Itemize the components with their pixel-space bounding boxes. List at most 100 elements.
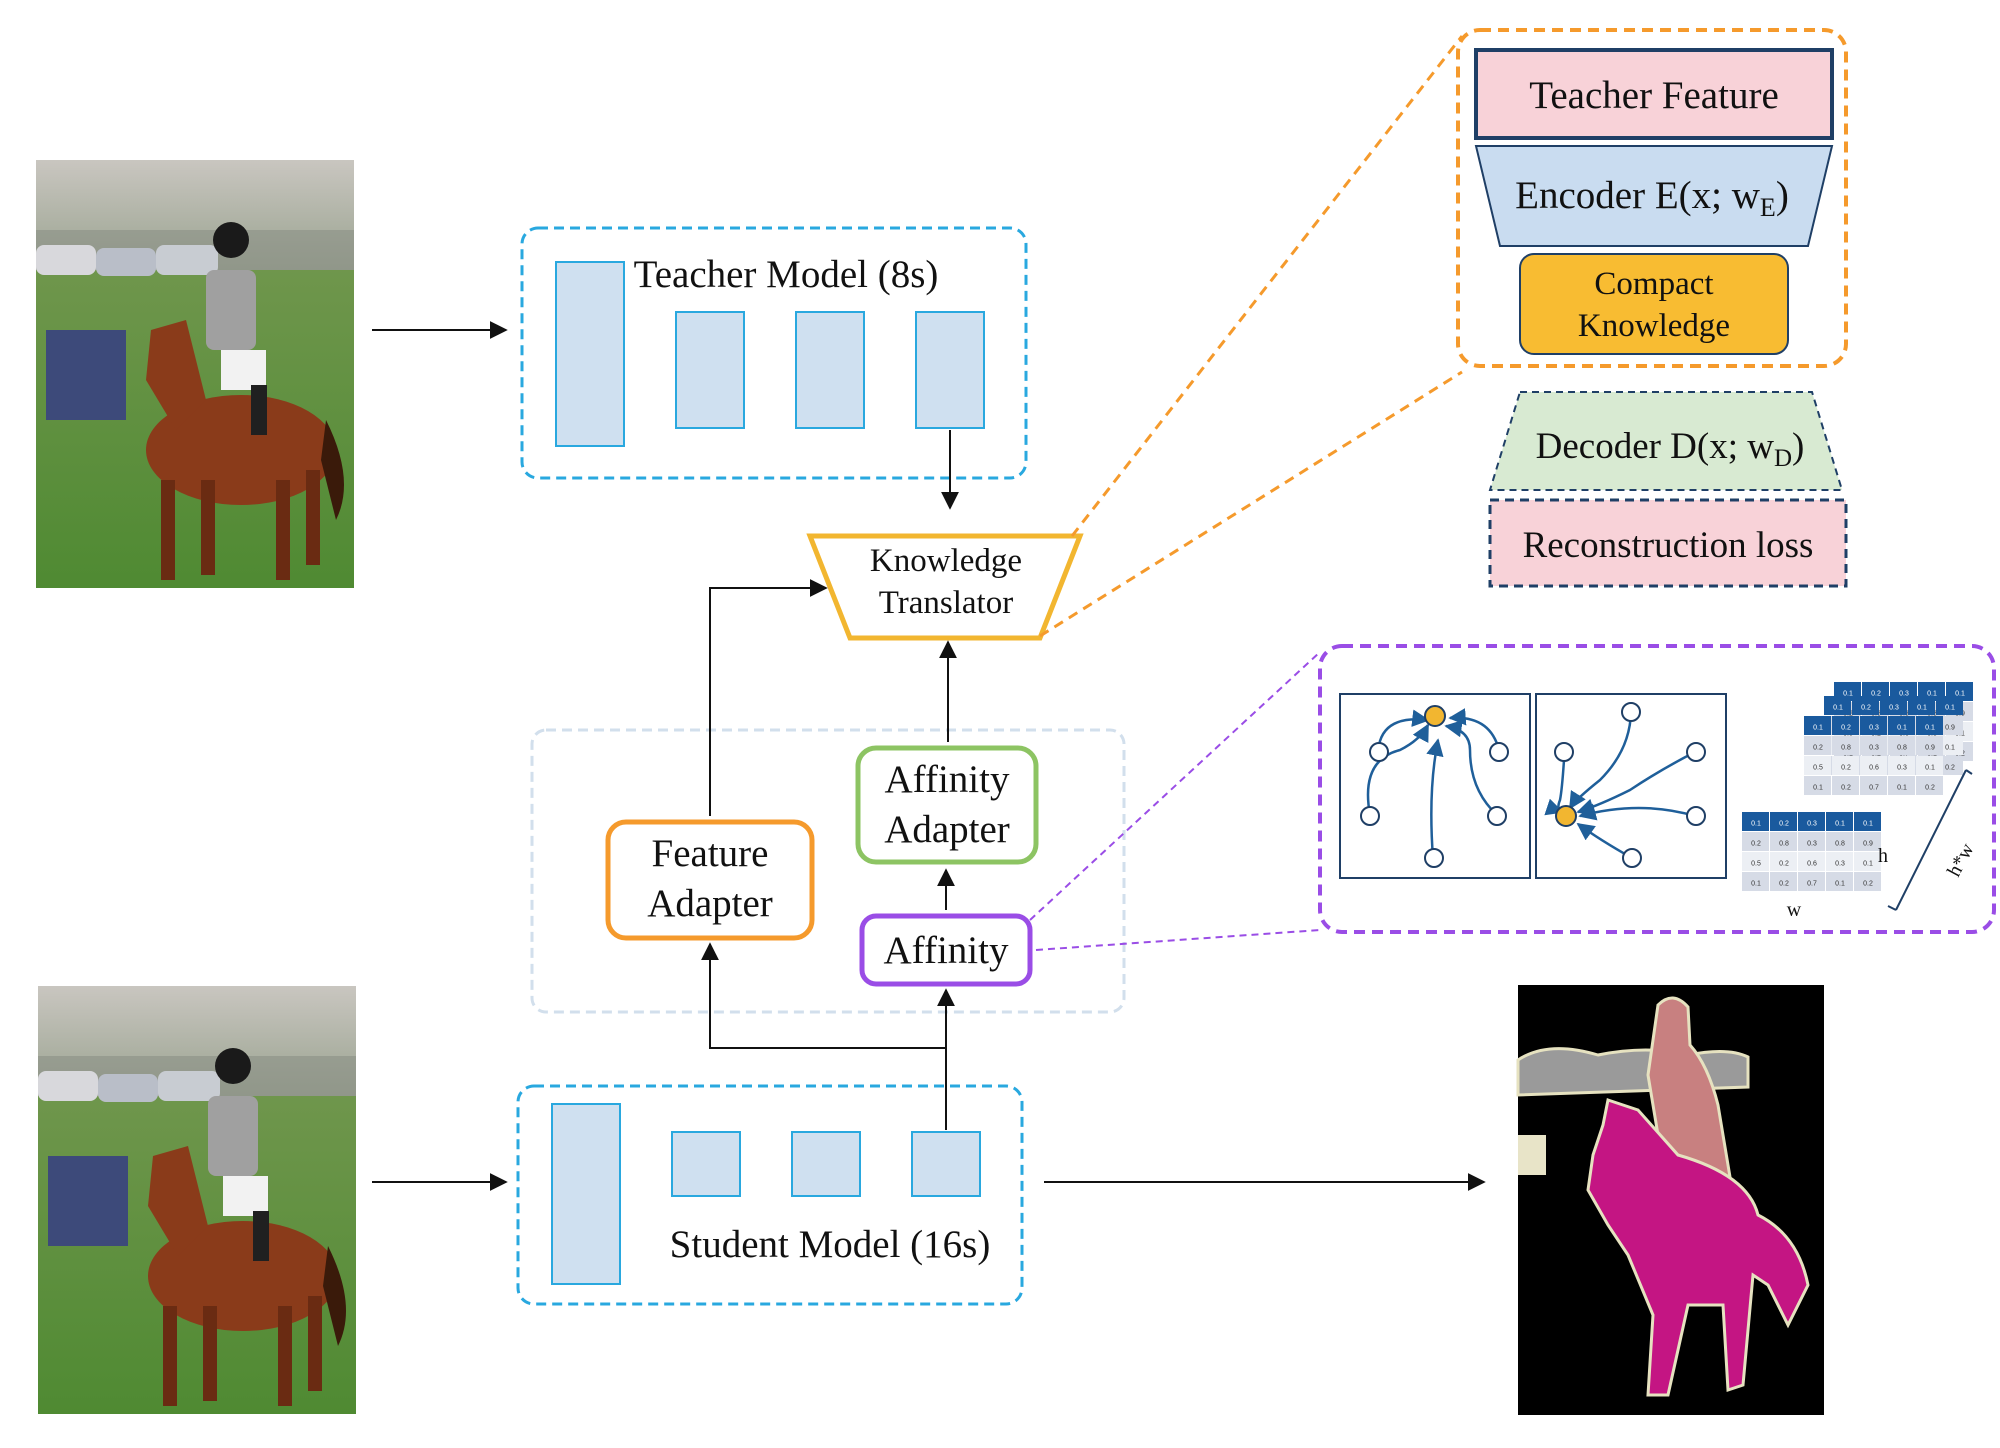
matrix-front-header-text: 0.3 [1807,821,1817,828]
matrix-back-1-header-text: 0.1 [1897,725,1907,732]
teacher-model: Teacher Model (8s) [520,226,1028,480]
matrix-back-1-cell-text: 0.2 [1841,785,1851,792]
matrix-back-1-cell-text: 0.3 [1897,765,1907,772]
reconstruction-loss-label: Reconstruction loss [1523,525,1814,566]
segmentation-output [1516,985,1824,1415]
matrix-back-1-header-cell [1916,716,1943,735]
matrix-front-cell [1798,852,1825,871]
matrix-back-1-header-text: 0.3 [1869,725,1879,732]
teacher-feature-box [1474,48,1834,140]
matrix-front-header-text: 0.2 [1779,821,1789,828]
matrix-back-1-cell [1860,756,1887,775]
student-layer-4 [911,1131,981,1197]
matrix-back-1-header-cell [1888,716,1915,735]
matrix-h-label: h [1878,845,1888,867]
matrix-back-1-header-cell [1860,716,1887,735]
connections [372,321,1486,1191]
matrix-back-1-cell-text: 0.2 [1925,785,1935,792]
matrix-back-1-cell-text: 0.8 [1841,745,1851,752]
matrix-front-header-cell [1854,812,1881,831]
matrix-front-cell-text: 0.8 [1779,841,1789,848]
student-layer-1 [551,1103,621,1285]
teacher-layer-4 [915,311,985,429]
matrix-front-cell [1742,872,1769,891]
matrix-front-cell-text: 0.5 [1751,861,1761,868]
matrix-front-cell-text: 0.1 [1835,881,1845,888]
input-photo-top [36,160,354,588]
svg-text:Compact: Compact [1594,266,1713,302]
feature-adapter: Feature Adapter [605,819,815,941]
matrix-front-cell [1826,872,1853,891]
teacher-layer-2 [675,311,745,429]
matrix-front-header-text: 0.1 [1835,821,1845,828]
matrix-back-2-header-text: 0.1 [1917,705,1927,712]
svg-text:Affinity: Affinity [884,929,1009,972]
svg-text:Translator: Translator [879,585,1013,621]
teacher-layer-3 [795,311,865,429]
affinity-graph-2 [1535,693,1727,879]
teacher-model-label: Teacher Model (8s) [634,253,939,296]
matrix-back-1-cell-text: 0.1 [1925,765,1935,772]
affinity-matrix-stack: 0.10.20.30.10.10.20.80.30.80.90.50.20.60… [1804,682,1973,795]
arrow-student-to-feature-adapter [701,942,947,1130]
reconstruction-loss-box [1488,498,1848,588]
adapter-region [530,728,1126,1014]
matrix-back-3-header-text: 0.1 [1843,691,1853,698]
matrix-front-cell [1742,832,1769,851]
input-photo-bottom [38,986,356,1414]
arrow-feature-adapter-to-translator [709,579,828,816]
matrix-back-2-header-text: 0.3 [1889,705,1899,712]
matrix-back-1-cell-text: 0.7 [1869,785,1879,792]
matrix-back-1-cell-text: 0.3 [1869,745,1879,752]
matrix-back-1-cell [1916,736,1943,755]
decoder-label: Decoder D(x; wD) [1536,426,1805,472]
matrix-back-1-header-text: 0.2 [1841,725,1851,732]
encoder-shape [1474,145,1834,247]
connector-translator-detail-top [1070,35,1464,537]
matrix-front-cell [1798,872,1825,891]
matrix-back-1-cell [1860,736,1887,755]
connector-affinity-detail-bottom [1035,929,1321,951]
connector-affinity-detail-top [1029,651,1321,921]
matrix-back-2-header-cell [1824,696,1851,715]
matrix-back-3-header-text: 0.2 [1871,691,1881,698]
matrix-back-1-cell [1888,776,1915,795]
matrix-back-1-cell [1832,756,1859,775]
matrix-back-1-cell [1916,756,1943,775]
matrix-front-cell-text: 0.2 [1779,861,1789,868]
matrix-back-2-header-cell [1852,696,1879,715]
matrix-front-cell-text: 0.9 [1863,841,1873,848]
matrix-back-2-cell-text: 0.2 [1945,765,1955,772]
matrix-front-header-cell [1826,812,1853,831]
matrix-front-cell [1854,852,1881,871]
matrix-front-cell-text: 0.3 [1835,861,1845,868]
matrix-back-3-header-text: 0.1 [1927,691,1937,698]
matrix-back-1-header-text: 0.1 [1813,725,1823,732]
matrix-back-1-cell-text: 0.2 [1813,745,1823,752]
student-model: Student Model (16s) [516,1084,1024,1306]
matrix-back-3-header-text: 0.3 [1899,691,1909,698]
matrix-back-1-cell-text: 0.1 [1813,785,1823,792]
matrix-back-2-header-cell [1880,696,1907,715]
matrix-back-2-cell-text: 0.9 [1945,725,1955,732]
matrix-w-label: w [1787,899,1802,921]
matrix-front-cell [1854,832,1881,851]
matrix-front-header-text: 0.1 [1863,821,1873,828]
matrix-front-cell-text: 0.7 [1807,881,1817,888]
matrix-front-cell [1770,832,1797,851]
matrix-front-cell [1798,832,1825,851]
matrix-front-header-cell [1770,812,1797,831]
matrix-front-cell [1854,872,1881,891]
student-model-label: Student Model (16s) [670,1223,991,1266]
matrix-back-1-cell-text: 0.8 [1897,745,1907,752]
matrix-back-1-cell [1804,776,1831,795]
matrix-front-cell-text: 0.2 [1863,881,1873,888]
hw-brace [1895,769,1967,911]
matrix-back-2-header-cell [1908,696,1935,715]
affinity-detail-panel: 0.10.20.30.10.10.20.80.30.80.90.50.20.60… [1318,644,1996,934]
matrix-front-cell-text: 0.3 [1807,841,1817,848]
matrix-front-cell [1770,872,1797,891]
svg-text:Adapter: Adapter [884,808,1010,851]
